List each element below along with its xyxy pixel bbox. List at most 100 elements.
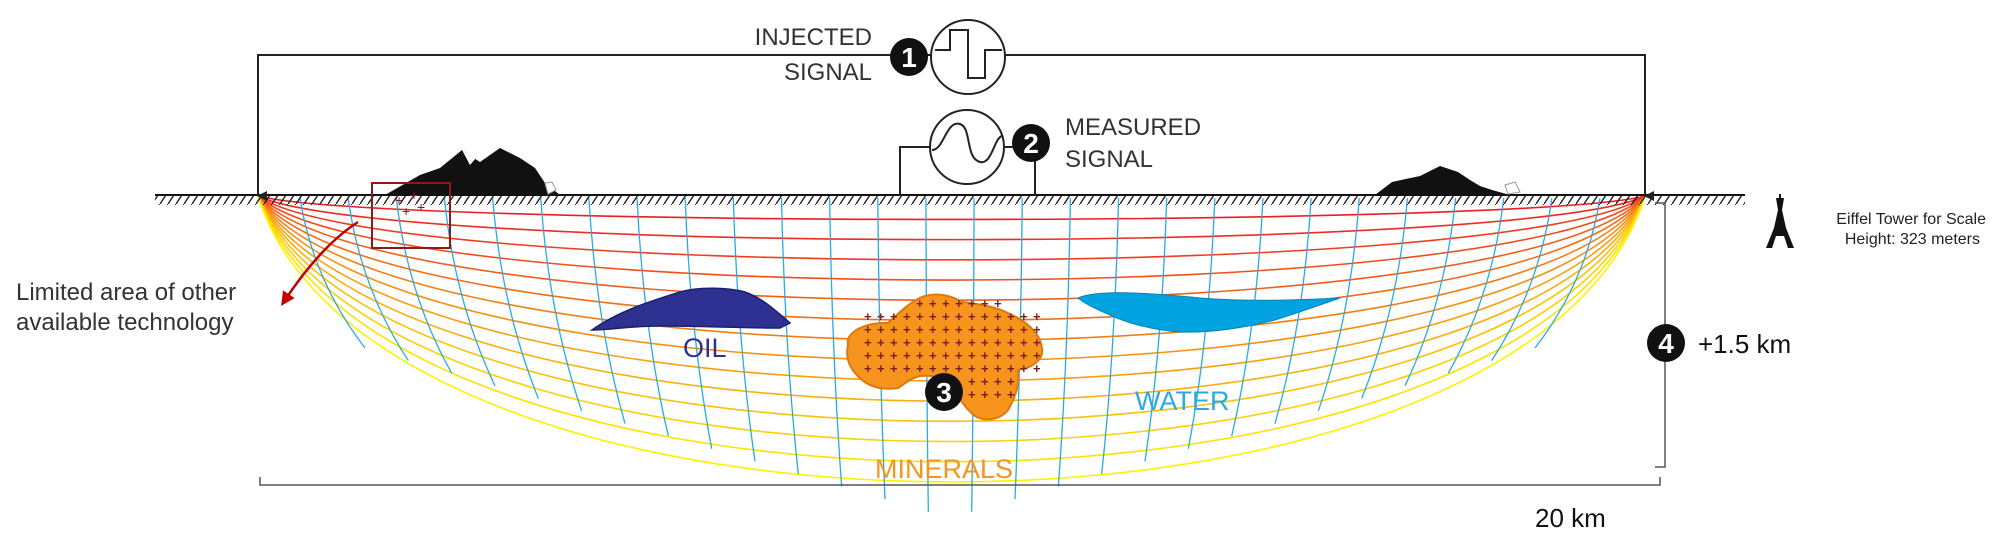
plus-sign: +: [890, 335, 898, 350]
equipotential-line: [1057, 197, 1072, 487]
plus-sign: +: [916, 322, 924, 337]
plus-sign: +: [968, 309, 976, 324]
plus-sign: +: [916, 296, 924, 311]
plus-sign: +: [994, 335, 1002, 350]
plus-sign: +: [916, 348, 924, 363]
plus-sign: +: [1020, 322, 1028, 337]
equipotential-line: [1144, 197, 1168, 462]
plus-sign: +: [994, 361, 1002, 376]
plus-sign: +: [968, 387, 976, 402]
plus-sign: +: [981, 309, 989, 324]
plus-sign: +: [1033, 309, 1041, 324]
plus-sign: +: [877, 335, 885, 350]
equipotential-line: [828, 197, 843, 487]
equipotential-line: [1361, 197, 1409, 399]
water-body: [1077, 292, 1341, 333]
equipotential-lines: [299, 197, 1601, 512]
limited-area-arrow: [281, 220, 359, 306]
plus-sign: +: [942, 335, 950, 350]
plus-sign: +: [1033, 348, 1041, 363]
plus-sign: +: [994, 387, 1002, 402]
equipotential-line: [1404, 197, 1457, 387]
equipotential-line: [395, 197, 453, 374]
plus-sign: +: [1007, 309, 1015, 324]
svg-text:+: +: [395, 192, 403, 208]
plus-sign: +: [929, 322, 937, 337]
plus-sign: +: [955, 309, 963, 324]
plus-sign: +: [981, 322, 989, 337]
plus-sign: +: [968, 322, 976, 337]
plus-sign: +: [903, 335, 911, 350]
equipotential-line: [491, 197, 539, 399]
plus-sign: +: [981, 387, 989, 402]
injected-signal-circuit: [257, 54, 1654, 201]
plus-sign: +: [903, 309, 911, 324]
current-flow-line: [257, 195, 1646, 423]
injected-signal-icon: [930, 19, 1006, 95]
eiffel-scale-label-line2: Height: 323 meters: [1845, 231, 1980, 248]
plus-sign: +: [877, 309, 885, 324]
plus-sign: +: [864, 322, 872, 337]
plus-sign: +: [1007, 374, 1015, 389]
marker-3: 3: [925, 373, 963, 411]
plus-sign: +: [1020, 361, 1028, 376]
plus-sign: +: [981, 335, 989, 350]
plus-sign: +: [864, 348, 872, 363]
equipotential-line: [1534, 197, 1601, 349]
measured-signal-label-line2: SIGNAL: [1065, 146, 1153, 173]
svg-text:2: 2: [1023, 128, 1039, 159]
plus-sign: +: [877, 348, 885, 363]
svg-text:+: +: [417, 199, 425, 215]
measured-signal-icon: [929, 109, 1005, 185]
marker-4: 4: [1647, 324, 1685, 362]
plus-sign: +: [1033, 322, 1041, 337]
oil-body: [589, 287, 792, 331]
plus-sign: +: [1020, 335, 1028, 350]
plus-sign: +: [994, 309, 1002, 324]
svg-text:3: 3: [936, 377, 952, 408]
plus-sign: +: [929, 335, 937, 350]
plus-sign: +: [864, 335, 872, 350]
plus-sign: +: [981, 348, 989, 363]
minerals-plus-pattern: ++++++++++++++++++++++++++++++++++++++++…: [864, 296, 1041, 402]
equipotential-line: [684, 197, 713, 449]
plus-sign: +: [903, 322, 911, 337]
plus-sign: +: [968, 296, 976, 311]
plus-sign: +: [929, 361, 937, 376]
limited-area-box: + + + +: [371, 182, 451, 249]
equipotential-line: [1274, 197, 1312, 424]
svg-text:1: 1: [901, 42, 917, 73]
plus-sign: +: [890, 322, 898, 337]
plus-sign: +: [1020, 348, 1028, 363]
water-label: WATER: [1135, 386, 1230, 416]
current-flow-line: [257, 195, 1646, 221]
plus-sign: +: [903, 361, 911, 376]
limited-area-label-line2: available technology: [16, 309, 234, 336]
plus-sign: +: [1007, 348, 1015, 363]
equipotential-line: [1447, 197, 1505, 374]
measured-signal-label-line1: MEASURED: [1065, 114, 1201, 141]
equipotential-line: [1491, 197, 1553, 361]
plus-sign: +: [1007, 387, 1015, 402]
plus-sign: +: [864, 309, 872, 324]
minerals-label: MINERALS: [875, 454, 1013, 484]
plus-sign: +: [981, 296, 989, 311]
plus-sign: +: [955, 296, 963, 311]
current-flow-line: [257, 195, 1646, 483]
equipotential-line: [347, 197, 409, 361]
plus-sign: +: [955, 348, 963, 363]
equipotential-line: [443, 197, 496, 387]
plus-sign: +: [968, 348, 976, 363]
plus-sign: +: [981, 374, 989, 389]
plus-sign: +: [942, 322, 950, 337]
plus-sign: +: [903, 348, 911, 363]
plus-sign: +: [955, 335, 963, 350]
plus-sign: +: [1007, 361, 1015, 376]
plus-sign: +: [1007, 322, 1015, 337]
plus-sign: +: [929, 348, 937, 363]
plus-sign: +: [890, 348, 898, 363]
plus-sign: +: [955, 361, 963, 376]
current-flow-line: [257, 195, 1646, 443]
plus-sign: +: [929, 309, 937, 324]
